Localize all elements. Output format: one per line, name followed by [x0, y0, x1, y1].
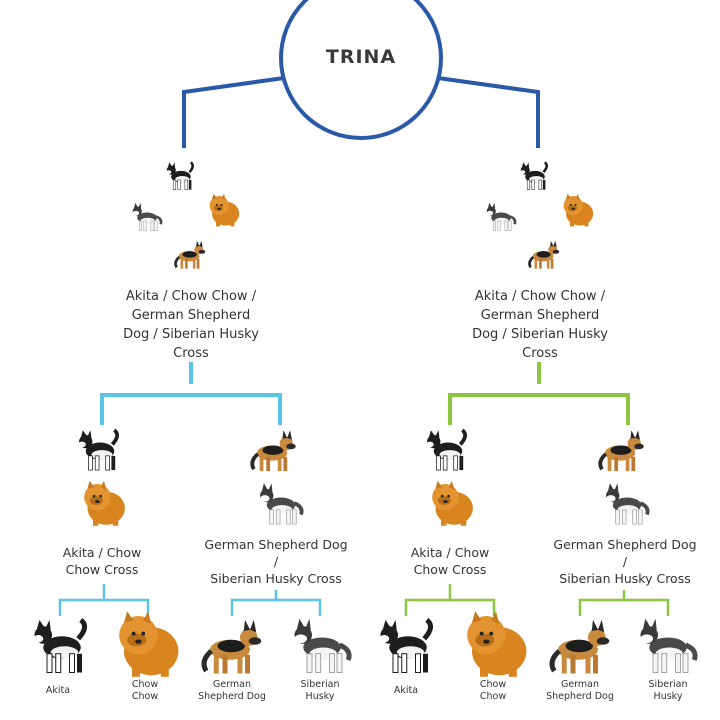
shepherd-husky-connector-right — [578, 590, 670, 616]
chow-chow-icon — [467, 611, 527, 677]
shepherd-husky-connector-left — [230, 590, 322, 616]
breed-label-chow-chow: Chow Chow — [479, 679, 507, 702]
breed-label-siberian-husky: Siberian Husky — [648, 679, 688, 702]
gen2-label-shepherd-husky-right: German Shepherd Dog / Siberian Husky Cro… — [553, 537, 697, 586]
husky-icon — [641, 619, 696, 673]
akita-icon — [76, 428, 120, 473]
breed-label-chow-chow: Chow Chow — [131, 679, 159, 702]
left-branch-connector — [100, 362, 282, 425]
breed-label-german-shepherd: German Shepherd Dog — [198, 679, 266, 702]
chow-chow-icon — [119, 611, 179, 677]
gen2-label-shepherd-husky-left: German Shepherd Dog / Siberian Husky Cro… — [204, 537, 348, 586]
chow-chow-icon — [432, 480, 473, 526]
root-connector-left — [182, 76, 285, 148]
german-shepherd-icon — [552, 620, 609, 674]
gen1-right-label: Akita / Chow Chow / German Shepherd Dog … — [472, 289, 608, 361]
akita-chow-connector-left — [58, 584, 150, 616]
akita-chow-connector-right — [404, 584, 496, 616]
gen2-label-akita-chow-left: Akita / Chow Chow Cross — [62, 545, 142, 577]
husky-icon — [295, 619, 350, 673]
breed-label-siberian-husky: Siberian Husky — [300, 679, 340, 702]
husky-icon — [131, 201, 163, 232]
breed-label-akita: Akita — [45, 685, 71, 696]
chow-chow-icon — [563, 193, 594, 227]
akita-icon — [424, 428, 468, 473]
akita-icon — [379, 620, 430, 673]
gen2-label-akita-chow-right: Akita / Chow Chow Cross — [410, 545, 490, 577]
akita-icon — [33, 620, 84, 673]
husky-icon — [258, 481, 304, 526]
gen1-left-label: Akita / Chow Chow / German Shepherd Dog … — [123, 289, 259, 361]
german-shepherd-icon — [174, 239, 207, 271]
akita-icon — [164, 161, 195, 191]
akita-icon — [518, 161, 549, 191]
husky-icon — [604, 481, 650, 526]
chow-chow-icon — [209, 193, 240, 227]
root-connector-right — [437, 76, 540, 148]
german-shepherd-icon — [250, 428, 298, 474]
chow-chow-icon — [84, 480, 125, 526]
root-circle — [279, 0, 443, 140]
german-shepherd-icon — [598, 428, 646, 474]
german-shepherd-icon — [528, 239, 561, 271]
right-branch-connector — [448, 362, 630, 425]
breed-label-akita: Akita — [393, 685, 419, 696]
breed-label-german-shepherd: German Shepherd Dog — [546, 679, 614, 702]
husky-icon — [485, 201, 517, 232]
german-shepherd-icon — [204, 620, 261, 674]
root-name: TRINA — [325, 46, 397, 68]
